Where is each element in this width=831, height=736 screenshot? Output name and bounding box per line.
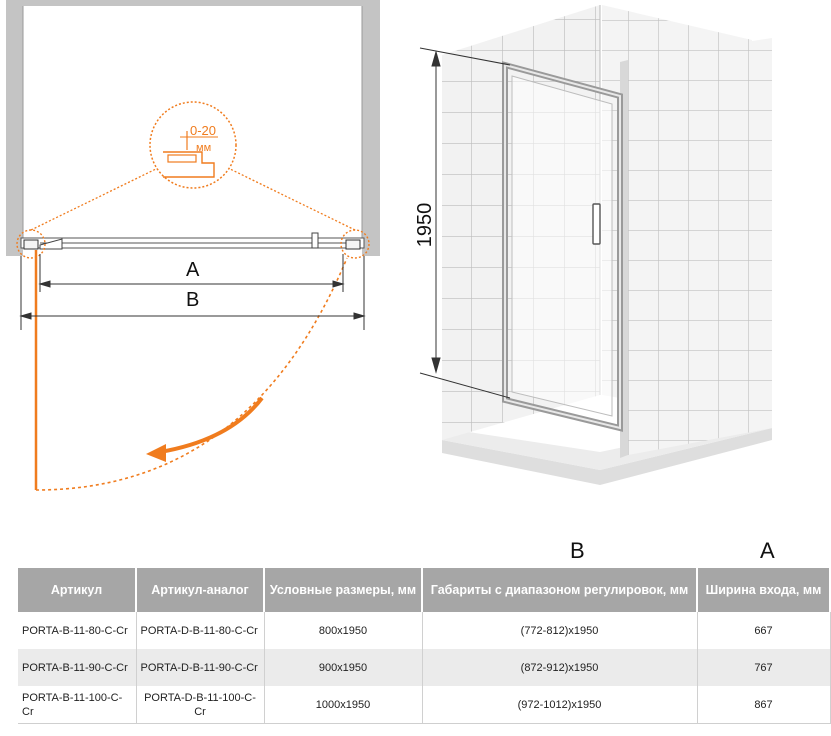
dimension-b-label: B (186, 289, 199, 311)
cell-entrance-width: 667 (697, 612, 831, 649)
cell-dimensions-range: (772-812)x1950 (422, 612, 698, 649)
cell-nominal-size: 900x1950 (264, 649, 423, 686)
header-entrance-width: Ширина входа, мм (697, 568, 831, 612)
table-row: PORTA-B-11-100-C-Cr PORTA-D-B-11-100-C-C… (18, 686, 831, 724)
table-header-row: Артикул Артикул-аналог Условные размеры,… (18, 568, 831, 612)
cell-article-analog: PORTA-D-B-11-100-C-Cr (136, 686, 265, 724)
door-handle (592, 203, 601, 245)
swing-direction-arrow (146, 444, 166, 462)
column-mark-a: A (760, 538, 775, 563)
adjustment-detail: 0-20 мм (30, 101, 356, 231)
cell-entrance-width: 767 (697, 649, 831, 686)
cell-dimensions-range: (872-912)x1950 (422, 649, 698, 686)
cell-nominal-size: 1000x1950 (264, 686, 423, 724)
niche-walls (6, 0, 380, 256)
height-label: 1950 (414, 203, 436, 248)
cell-dimensions-range: (972-1012)x1950 (422, 686, 698, 724)
cell-article-analog: PORTA-D-B-11-80-C-Cr (136, 612, 265, 649)
header-dimensions-range: Габариты с диапазоном регулировок, мм (422, 568, 698, 612)
door-frame (502, 61, 623, 432)
cell-nominal-size: 800x1950 (264, 612, 423, 649)
door-swing (34, 250, 348, 491)
door-plan-diagram: 0-20 мм A B (6, 0, 380, 491)
header-nominal-size: Условные размеры, мм (264, 568, 423, 612)
header-article: Артикул (18, 568, 137, 612)
shower-tray (442, 428, 772, 485)
shower-door-3d-view: 1950 (414, 5, 772, 485)
cell-article: PORTA-B-11-100-C-Cr (18, 686, 137, 724)
table-row: PORTA-B-11-80-C-Cr PORTA-D-B-11-80-C-Cr … (18, 612, 831, 649)
detail-gap-label: 0-20 (190, 123, 216, 138)
detail-unit-label: мм (196, 142, 211, 154)
dimension-a-label: A (186, 259, 200, 281)
header-article-analog: Артикул-аналог (136, 568, 265, 612)
table-row: PORTA-B-11-90-C-Cr PORTA-D-B-11-90-C-Cr … (18, 649, 831, 686)
cell-article-analog: PORTA-D-B-11-90-C-Cr (136, 649, 265, 686)
door-profile (20, 232, 365, 250)
cell-article: PORTA-B-11-80-C-Cr (18, 612, 137, 649)
cell-entrance-width: 867 (697, 686, 831, 724)
cell-article: PORTA-B-11-90-C-Cr (18, 649, 137, 686)
specification-table: Артикул Артикул-аналог Условные размеры,… (18, 568, 831, 724)
height-dimension (419, 47, 511, 399)
column-mark-b: B (570, 538, 585, 563)
right-wall (628, 38, 772, 455)
dimension-b (19, 256, 366, 330)
dimension-a (38, 254, 345, 292)
